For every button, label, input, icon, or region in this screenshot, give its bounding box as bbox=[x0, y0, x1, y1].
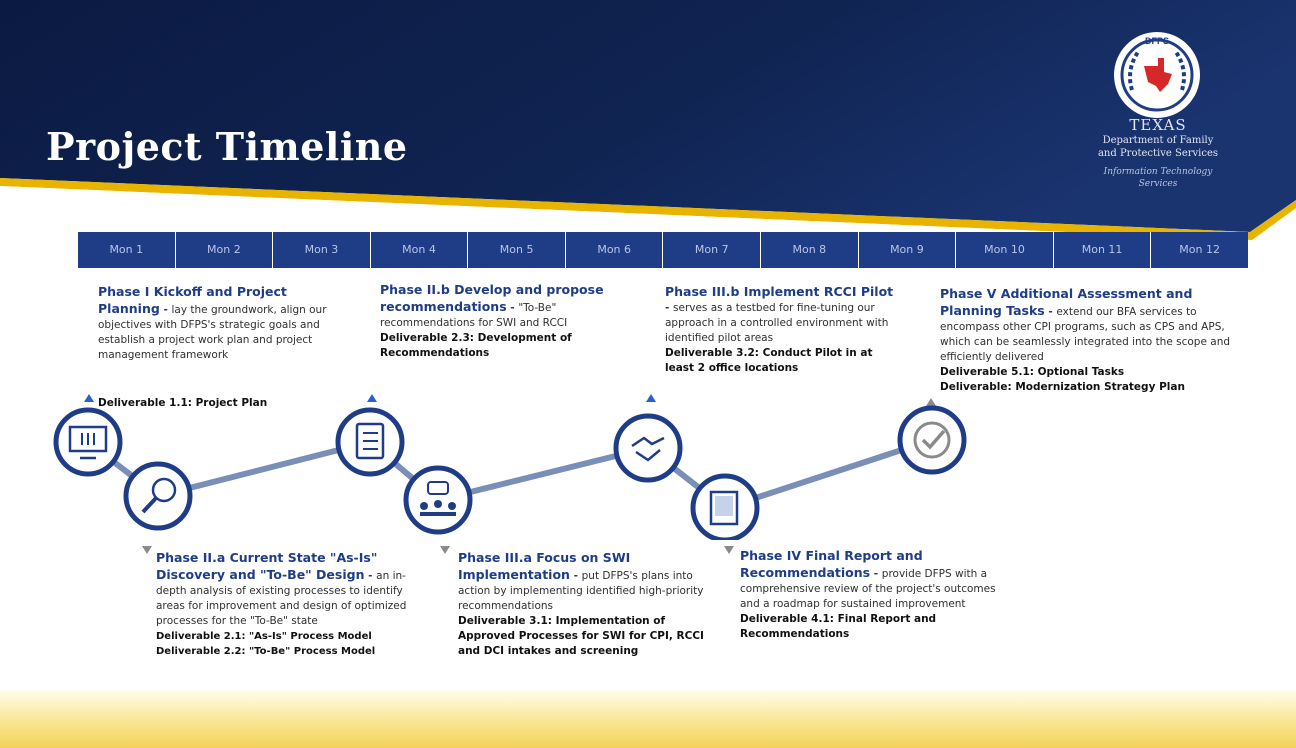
deliverable-text: Deliverable: Modernization Strategy Plan bbox=[940, 381, 1185, 393]
phase-2b-block: Phase II.b Develop and propose recommend… bbox=[380, 282, 635, 361]
month-cell: Mon 8 bbox=[761, 232, 859, 268]
month-cell: Mon 11 bbox=[1054, 232, 1152, 268]
marker-down-icon bbox=[142, 546, 152, 554]
timeline-graphic bbox=[53, 405, 967, 540]
month-cell: Mon 7 bbox=[663, 232, 762, 268]
deliverable-text: Deliverable 1.1: Project Plan bbox=[98, 397, 268, 409]
phase-description: put DFPS's plans into action by implemen… bbox=[458, 570, 704, 612]
phase-1-block: Phase I Kickoff and Project Planning - l… bbox=[98, 284, 327, 361]
computer-icon bbox=[53, 407, 123, 477]
header-banner bbox=[0, 0, 1296, 240]
month-cell: Mon 9 bbox=[859, 232, 957, 268]
phase-description: an in-depth analysis of existing process… bbox=[156, 570, 407, 627]
checkmark-icon bbox=[897, 405, 967, 475]
month-cell: Mon 4 bbox=[371, 232, 469, 268]
phase-title: Phase II.b Develop and propose recommend… bbox=[380, 282, 604, 314]
phase-description: lay the groundwork, align our objectives… bbox=[98, 304, 327, 361]
phase-4-block: Phase IV Final Report and Recommendation… bbox=[740, 548, 1002, 642]
page-title: Project Timeline bbox=[46, 124, 408, 169]
agency-sub-2: Services bbox=[1138, 179, 1178, 189]
seal-label: DFPS bbox=[1145, 36, 1169, 46]
footer-band bbox=[0, 690, 1296, 748]
marker-up-icon bbox=[926, 398, 936, 406]
agency-block: TEXAS Department of Family and Protectiv… bbox=[1070, 116, 1246, 190]
deliverable-text: Deliverable 2.1: "As-Is" Process Model bbox=[156, 631, 372, 642]
marker-up-icon bbox=[646, 394, 656, 402]
phase-description: provide DFPS with a comprehensive review… bbox=[740, 568, 996, 610]
meeting-icon bbox=[403, 465, 473, 535]
agency-line-2: and Protective Services bbox=[1097, 148, 1219, 159]
phase-title: Phase III.a Focus on SWI Implementation bbox=[458, 550, 631, 582]
deliverable-text: Deliverable 2.3: Development of Recommen… bbox=[380, 332, 572, 359]
deliverable-text: Deliverable 2.2: "To-Be" Process Model bbox=[156, 646, 376, 657]
month-cell: Mon 6 bbox=[566, 232, 664, 268]
checklist-icon bbox=[335, 407, 405, 477]
marker-up-icon bbox=[84, 394, 94, 402]
report-icon bbox=[690, 473, 760, 540]
deliverable-text: Deliverable 4.1: Final Report and Recomm… bbox=[740, 613, 937, 640]
deliverable-text: Deliverable 3.2: Conduct Pilot in at lea… bbox=[665, 347, 873, 374]
month-cell: Mon 10 bbox=[956, 232, 1054, 268]
agency-line-1: Department of Family bbox=[1102, 135, 1214, 146]
month-cell: Mon 12 bbox=[1179, 243, 1220, 256]
phase-1-deliverable: Deliverable 1.1: Project Plan bbox=[98, 396, 358, 411]
marker-up-icon bbox=[367, 394, 377, 402]
month-cell: Mon 5 bbox=[468, 232, 566, 268]
agency-state: TEXAS bbox=[1129, 116, 1187, 134]
deliverable-text: Deliverable 3.1: Implementation of Appro… bbox=[458, 615, 704, 657]
phase-5-block: Phase V Additional Assessment and Planni… bbox=[940, 286, 1240, 395]
phase-title: Phase I Kickoff and Project Planning bbox=[98, 284, 287, 316]
phase-2a-block: Phase II.a Current State "As-Is" Discove… bbox=[156, 550, 428, 659]
phase-description: "To-Be" recommendations for SWI and RCCI bbox=[380, 302, 568, 329]
handshake-icon bbox=[613, 413, 683, 483]
phase-title: Phase II.a Current State "As-Is" Discove… bbox=[156, 550, 378, 582]
month-cell: Mon 1 bbox=[78, 232, 176, 268]
deliverable-text: Deliverable 5.1: Optional Tasks bbox=[940, 366, 1125, 378]
phase-3b-block: Phase III.b Implement RCCI Pilot - serve… bbox=[665, 284, 900, 376]
phase-3a-block: Phase III.a Focus on SWI Implementation … bbox=[458, 550, 720, 659]
phase-title: Phase III.b Implement RCCI Pilot bbox=[665, 284, 894, 299]
month-cell: Mon 3 bbox=[273, 232, 371, 268]
month-bar: Mon 1 Mon 2 Mon 3 Mon 4 Mon 5 Mon 6 Mon … bbox=[78, 232, 1248, 268]
phase-title: Phase IV Final Report and Recommendation… bbox=[740, 548, 923, 580]
phase-description: serves as a testbed for fine-tuning our … bbox=[665, 302, 889, 344]
agency-sub-1: Information Technology bbox=[1103, 167, 1213, 177]
marker-down-icon bbox=[724, 546, 734, 554]
phase-description: extend our BFA services to encompass oth… bbox=[940, 306, 1231, 363]
dfps-seal-logo: DFPS bbox=[1114, 32, 1200, 118]
phase-title: Phase V Additional Assessment and Planni… bbox=[940, 286, 1193, 318]
month-cell: Mon 2 bbox=[176, 232, 274, 268]
marker-down-icon bbox=[440, 546, 450, 554]
magnifier-icon bbox=[123, 461, 193, 531]
